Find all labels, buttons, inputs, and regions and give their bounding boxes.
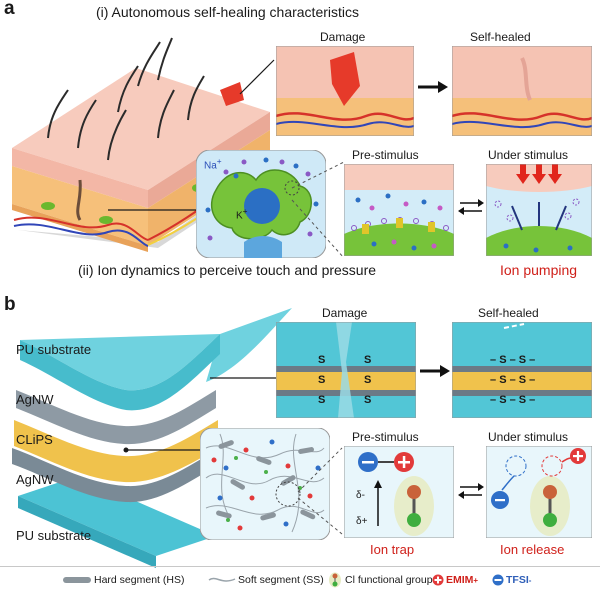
panel-a-damage-image	[276, 46, 414, 136]
polymer-network-illustration	[200, 428, 330, 540]
legend-hard-segment: Hard segment (HS)	[62, 574, 184, 586]
panel-b-self-healed-image	[452, 322, 592, 418]
zoom-dashed-lines-b	[297, 447, 343, 535]
k-sup: +	[242, 206, 248, 216]
panel-a-under-stimulus-image	[486, 164, 592, 256]
s-healed-2a: S	[499, 374, 507, 386]
legend-bar	[0, 566, 600, 595]
panel-b-pre-stimulus-image	[344, 446, 454, 538]
ion-pumping-label: Ion pumping	[500, 262, 578, 278]
panel-b-under-stimulus-label: Under stimulus	[488, 430, 569, 444]
arrow-damage-to-healed	[418, 81, 448, 93]
panel-a-under-stimulus-label: Under stimulus	[488, 148, 569, 162]
panel-b-damage-label: Damage	[322, 306, 368, 320]
k-ion-label: K+	[236, 206, 248, 221]
panel-b-damage-image	[276, 322, 416, 418]
cl-group-icon	[329, 572, 341, 588]
zoom-dashed-lines	[291, 161, 345, 259]
legend-hard-label: Hard segment (HS)	[94, 574, 185, 586]
s-healed-2: – S – S –	[490, 374, 536, 386]
s-damage-3: S	[318, 374, 326, 386]
k-text: K	[236, 210, 243, 222]
s-damage-1: S	[318, 354, 326, 366]
legend-emim-sup: +	[473, 575, 479, 585]
s-healed-3b: S	[518, 394, 527, 406]
panel-a-self-healed-image	[452, 46, 592, 136]
legend-emim: EMIM+	[432, 574, 478, 586]
emim-icon	[432, 574, 444, 586]
ion-release-label: Ion release	[500, 542, 565, 557]
layer-label-agnw-top: AgNW	[16, 392, 54, 407]
legend-cl-label: Cl functional group	[345, 574, 433, 586]
sensory-cell-illustration	[196, 150, 326, 258]
panel-a-pre-stimulus-label: Pre-stimulus	[352, 148, 419, 162]
arrow-b-damage-to-healed	[420, 365, 450, 377]
legend-soft-label: Soft segment (SS)	[238, 574, 324, 586]
legend-tfsi: TFSI-	[492, 574, 531, 586]
layer-label-clips: CLiPS	[16, 432, 53, 447]
equilibrium-arrows-b	[458, 483, 484, 499]
na-text: Na	[204, 160, 217, 172]
delta-plus-label: δ+	[356, 516, 368, 527]
panel-a-heading-top: (i) Autonomous self-healing characterist…	[96, 4, 360, 20]
delta-minus-label: δ-	[356, 490, 365, 501]
s-healed-3: – S – S –	[490, 394, 536, 406]
s-damage-5: S	[318, 394, 326, 406]
panel-a-pre-stimulus-image	[344, 164, 454, 256]
s-damage-4: S	[364, 374, 372, 386]
na-ion-label: Na+	[204, 156, 222, 171]
soft-segment-icon	[208, 577, 236, 582]
legend-cl-group: Cl functional group	[328, 572, 433, 588]
layer-label-pu-top: PU substrate	[16, 342, 92, 357]
s-healed-1a: S	[499, 354, 507, 366]
tfsi-icon	[492, 574, 504, 586]
panel-b-self-healed-label: Self-healed	[478, 306, 539, 320]
legend-tfsi-label: TFSI	[506, 574, 529, 586]
panel-a-heading-bottom: (ii) Ion dynamics to perceive touch and …	[78, 262, 377, 278]
panel-a-letter: a	[4, 0, 15, 19]
s-healed-3a: S	[499, 394, 507, 406]
s-healed-1: – S – S –	[490, 354, 536, 366]
hard-segment-icon	[63, 577, 91, 583]
panel-b-letter: b	[4, 294, 16, 315]
legend-soft-segment: Soft segment (SS)	[208, 574, 324, 586]
s-damage-6: S	[364, 394, 372, 406]
s-healed-1b: S	[518, 354, 527, 366]
panel-a-self-healed-label: Self-healed	[470, 30, 531, 44]
layer-label-agnw-bottom: AgNW	[16, 472, 54, 487]
equilibrium-arrows-a	[458, 199, 484, 215]
s-healed-2b: S	[518, 374, 527, 386]
s-damage-2: S	[364, 354, 372, 366]
panel-b-pre-stimulus-label: Pre-stimulus	[352, 430, 419, 444]
ion-trap-label: Ion trap	[370, 542, 415, 557]
panel-b-under-stimulus-image	[486, 446, 592, 538]
legend-tfsi-sup: -	[528, 575, 532, 585]
legend-emim-label: EMIM	[446, 574, 474, 586]
panel-a-damage-label: Damage	[320, 30, 366, 44]
layer-label-pu-bottom: PU substrate	[16, 528, 92, 543]
layered-device-illustration	[12, 308, 292, 568]
na-sup: +	[216, 156, 222, 166]
